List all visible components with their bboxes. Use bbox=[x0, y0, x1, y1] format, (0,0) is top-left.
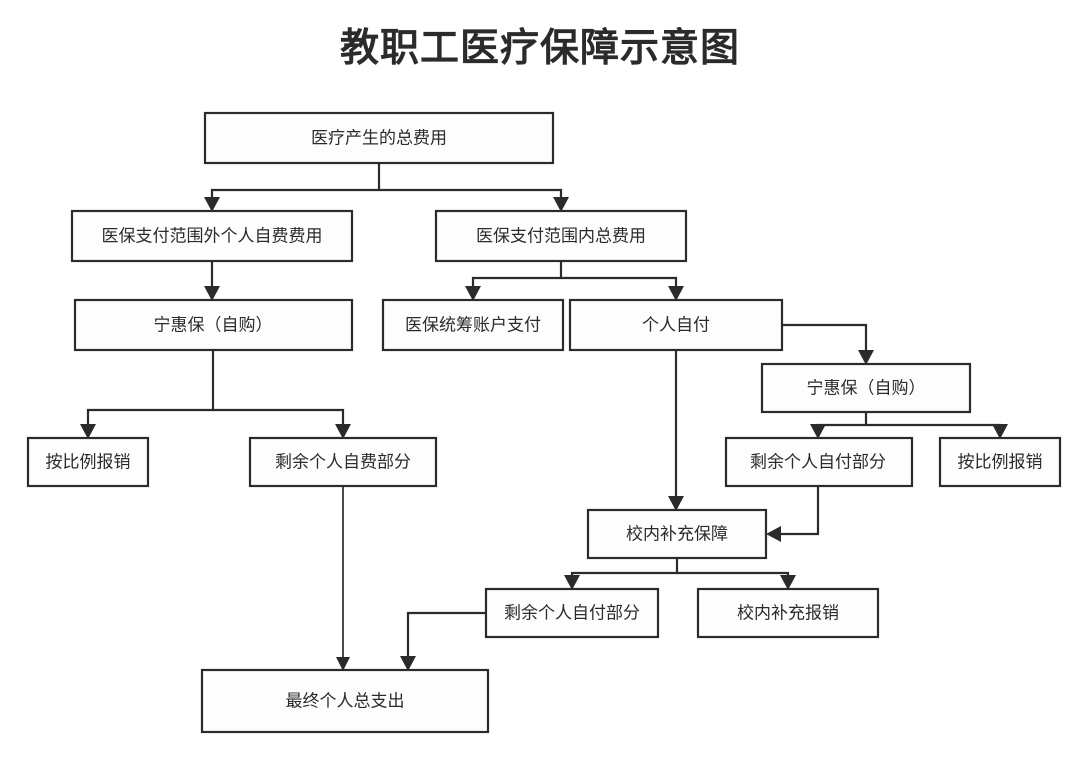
arrow-head-n8 bbox=[80, 424, 96, 439]
node-medical-total-cost[interactable]: 医疗产生的总费用 bbox=[203, 111, 555, 165]
edge-n7-split-trunk bbox=[816, 412, 868, 429]
node-ninghuibao-left[interactable]: 宁惠保（自购） bbox=[73, 298, 354, 352]
node-label: 校内补充报销 bbox=[737, 603, 839, 622]
edge-n4-split-trunk bbox=[86, 350, 215, 429]
node-label: 按比例报销 bbox=[958, 452, 1043, 471]
node-pooled-account-payment[interactable]: 医保统筹账户支付 bbox=[381, 298, 565, 352]
arrow-head-n2 bbox=[204, 197, 220, 212]
arrow-head-n13 bbox=[564, 575, 580, 590]
node-label: 宁惠保（自购） bbox=[154, 315, 273, 334]
node-label: 个人自付 bbox=[642, 315, 710, 334]
page-title: 教职工医疗保障示意图 bbox=[339, 27, 740, 70]
arrow-head-n9 bbox=[335, 424, 351, 439]
arrow-head-n7 bbox=[858, 350, 874, 365]
arrow-head-n14 bbox=[780, 575, 796, 590]
node-label: 按比例报销 bbox=[46, 452, 131, 471]
edge-n10-n12 bbox=[776, 486, 820, 536]
arrow-head-n5 bbox=[465, 286, 481, 301]
arrow-head-n15-right bbox=[400, 656, 416, 671]
arrow-head-n15-left bbox=[336, 657, 350, 671]
arrow-head-n12-right bbox=[766, 526, 781, 542]
edge-n12-split-trunk bbox=[570, 558, 679, 580]
node-remaining-personal-payment-lower[interactable]: 剩余个人自付部分 bbox=[484, 587, 660, 639]
node-label: 医保统筹账户支付 bbox=[405, 315, 541, 334]
node-label: 医疗产生的总费用 bbox=[311, 128, 447, 147]
arrow-head-n4 bbox=[204, 286, 220, 301]
node-label: 最终个人总支出 bbox=[286, 691, 405, 710]
node-out-of-coverage-self-pay[interactable]: 医保支付范围外个人自费费用 bbox=[70, 209, 354, 263]
edge-n1-split-right bbox=[379, 188, 563, 202]
node-label: 剩余个人自付部分 bbox=[504, 603, 640, 622]
arrow-head-n10 bbox=[810, 424, 826, 439]
edge-n3-split-trunk bbox=[471, 261, 563, 291]
node-label: 医保支付范围内总费用 bbox=[476, 226, 646, 245]
edge-n6-n7 bbox=[782, 323, 868, 355]
node-label: 剩余个人自付部分 bbox=[750, 452, 886, 471]
node-layer: 医疗产生的总费用 医保支付范围外个人自费费用 医保支付范围内总费用 宁惠保（自购… bbox=[26, 111, 1062, 734]
node-final-personal-total-expense[interactable]: 最终个人总支出 bbox=[200, 668, 490, 734]
arrow-head-n6 bbox=[668, 286, 684, 301]
edge-layer bbox=[80, 163, 1008, 671]
edge-n12-split-right bbox=[677, 571, 790, 580]
edge-n3-split-right bbox=[561, 276, 678, 291]
arrow-head-n12 bbox=[668, 496, 684, 511]
edge-n7-split-right bbox=[866, 423, 1002, 429]
node-proportional-reimbursement-right[interactable]: 按比例报销 bbox=[938, 436, 1062, 488]
arrow-head-n3 bbox=[553, 197, 569, 212]
node-in-coverage-total[interactable]: 医保支付范围内总费用 bbox=[434, 209, 688, 263]
node-label: 宁惠保（自购） bbox=[807, 378, 926, 397]
node-remaining-personal-payment-upper[interactable]: 剩余个人自付部分 bbox=[724, 436, 914, 488]
node-label: 医保支付范围外个人自费费用 bbox=[102, 226, 323, 245]
edge-n4-split-right bbox=[213, 408, 345, 429]
edge-n13-n15 bbox=[406, 611, 486, 661]
node-personal-payment[interactable]: 个人自付 bbox=[568, 298, 784, 352]
node-label: 剩余个人自费部分 bbox=[275, 452, 411, 471]
edge-n1-split-trunk bbox=[210, 163, 381, 202]
node-proportional-reimbursement-left[interactable]: 按比例报销 bbox=[26, 436, 150, 488]
arrow-head-n11 bbox=[992, 424, 1008, 439]
node-campus-supplementary-coverage[interactable]: 校内补充保障 bbox=[586, 508, 768, 560]
node-remaining-self-pay-out[interactable]: 剩余个人自费部分 bbox=[248, 436, 438, 488]
node-ninghuibao-right[interactable]: 宁惠保（自购） bbox=[760, 362, 972, 414]
node-campus-supplementary-reimbursement[interactable]: 校内补充报销 bbox=[696, 587, 880, 639]
node-label: 校内补充保障 bbox=[626, 524, 728, 543]
